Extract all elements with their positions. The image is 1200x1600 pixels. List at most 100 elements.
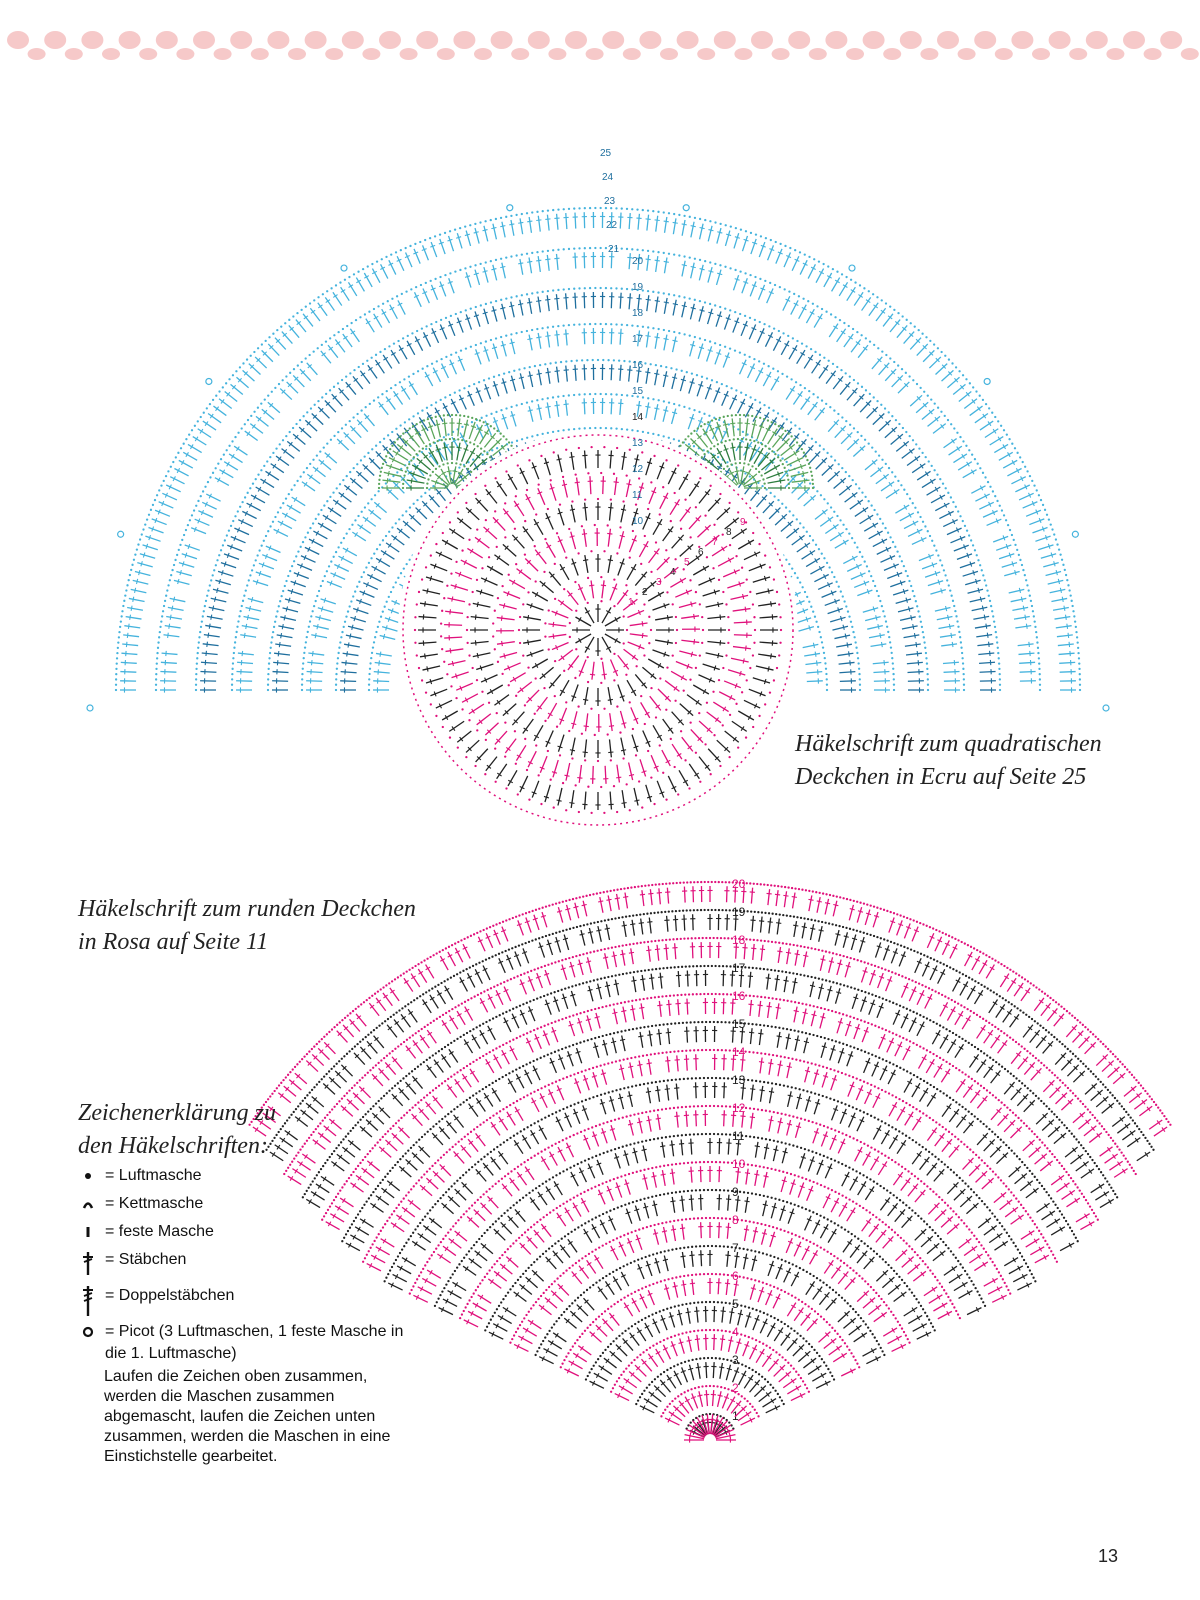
chain-dot — [114, 678, 118, 681]
stitch — [766, 288, 774, 304]
chain-dot — [793, 572, 797, 575]
chain-dot — [703, 301, 707, 304]
border-scallop — [436, 48, 455, 60]
stitch-bar — [311, 538, 315, 544]
chain-dot — [1006, 523, 1010, 527]
chain-dot — [887, 411, 890, 414]
stitch-bar — [700, 457, 706, 461]
stitch — [805, 557, 821, 568]
stitch — [414, 336, 424, 351]
stitch — [182, 451, 198, 461]
chain-dot — [476, 528, 479, 531]
stitch-bar — [1011, 561, 1015, 567]
chain-dot — [594, 206, 597, 210]
stitch-bar — [378, 558, 382, 564]
stitch — [864, 616, 881, 622]
chain-dot — [604, 392, 608, 396]
chain-dot — [808, 255, 811, 259]
stitch — [574, 292, 577, 309]
chain-dot — [662, 211, 665, 214]
chain-dot — [450, 572, 453, 575]
stitch-bar — [509, 223, 515, 226]
chain-dot — [715, 381, 719, 384]
stitch — [139, 553, 156, 559]
stitch-bar — [300, 427, 305, 433]
chain-dot — [800, 448, 803, 451]
chain-dot — [790, 435, 793, 438]
chain-dot — [131, 563, 134, 566]
stitch-bar — [790, 476, 796, 481]
chain-dot — [372, 641, 376, 644]
stitch-bar — [375, 361, 381, 366]
chain-dot — [814, 350, 817, 354]
stitch-bar — [527, 220, 533, 223]
stitch — [875, 473, 890, 485]
chain-dot — [714, 304, 717, 307]
chain-dot — [634, 754, 638, 757]
stitch — [528, 334, 533, 351]
stitch — [767, 428, 778, 445]
stitch-bar — [518, 303, 524, 306]
chain-dot — [408, 418, 411, 421]
chain-dot — [942, 569, 946, 572]
stitch-bar — [893, 489, 898, 495]
stitch-bar — [288, 504, 293, 510]
stitch — [707, 266, 713, 283]
chain-dot — [947, 584, 950, 587]
chain-dot — [305, 635, 308, 639]
chain-dot — [616, 552, 619, 555]
chain-dot — [858, 683, 862, 686]
stitch — [281, 512, 297, 522]
chain-dot — [594, 246, 597, 250]
chain-dot — [1039, 498, 1043, 502]
chain-dot — [471, 666, 474, 670]
chain-dot — [383, 458, 386, 462]
chain-dot — [988, 599, 992, 603]
chain-dot — [493, 609, 496, 612]
chain-dot — [625, 324, 629, 327]
chain-dot — [709, 484, 712, 487]
stitch — [740, 320, 748, 337]
stitch — [646, 254, 650, 271]
chain-dot — [713, 416, 716, 419]
stitch — [803, 354, 814, 369]
chain-dot — [785, 460, 788, 464]
chain-dot — [864, 389, 868, 392]
chain-dot — [531, 435, 534, 438]
stitch — [971, 606, 988, 612]
chain-dot — [649, 363, 652, 366]
chain-dot — [378, 478, 381, 481]
chain-dot — [317, 513, 320, 516]
stitch-bar — [880, 641, 883, 648]
border-scallop — [64, 48, 83, 60]
stitch — [909, 337, 922, 350]
stitch-bar — [261, 562, 265, 568]
chain-dot — [867, 442, 870, 445]
chain-dot — [840, 368, 843, 372]
chain-dot — [115, 667, 118, 671]
chain-dot — [926, 678, 929, 681]
chain-dot — [236, 625, 239, 628]
chain-dot — [905, 318, 908, 321]
stitch — [363, 582, 379, 591]
chain-dot — [912, 379, 915, 382]
chain-dot — [381, 393, 384, 396]
chain-dot — [487, 377, 491, 380]
chain-dot — [880, 299, 883, 302]
chain-dot — [979, 467, 982, 470]
chain-dot — [271, 630, 275, 634]
chain-dot — [771, 450, 774, 453]
chain-dot — [297, 550, 300, 553]
chain-dot — [466, 616, 469, 619]
chain-dot — [369, 662, 372, 665]
stitch-bar — [167, 632, 169, 638]
stitch — [583, 364, 586, 381]
stitch — [936, 615, 953, 621]
chain-dot — [377, 490, 380, 493]
chain-dot — [340, 636, 343, 639]
stitch — [766, 471, 784, 480]
chain-dot — [306, 630, 309, 634]
stitch — [203, 633, 220, 638]
chain-dot — [414, 641, 417, 644]
chain-dot — [590, 811, 593, 815]
